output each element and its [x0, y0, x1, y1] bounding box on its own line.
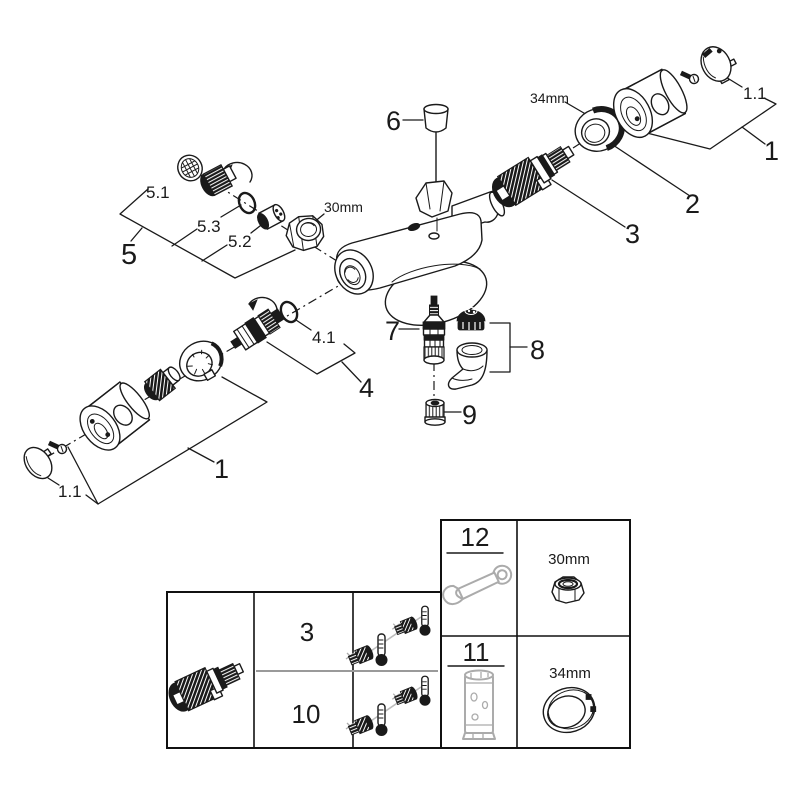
part-label-5-1: 5.1 [146, 183, 170, 202]
table-row-10-label: 10 [292, 699, 321, 729]
part-label-6: 6 [386, 106, 401, 136]
bracket-8 [489, 322, 528, 373]
part-5\.2-adapter [257, 203, 286, 230]
part-label-5-2: 5.2 [228, 232, 252, 251]
wrench-icon [442, 564, 513, 606]
part-1\.1-cap-bottom [23, 446, 53, 480]
part-label-7: 7 [385, 316, 400, 346]
deck-slot [407, 222, 421, 232]
part-label-5: 5 [121, 239, 137, 271]
part-label-1-top: 1 [764, 136, 779, 166]
cartridge-icon [168, 662, 245, 712]
part-knurled-adapter [143, 366, 181, 402]
size-label-34mm: 34mm [530, 90, 569, 106]
nut-30mm-icon [551, 576, 585, 604]
size-label-30mm: 30mm [324, 199, 363, 215]
part-label-2: 2 [685, 189, 700, 219]
part-8-diverter-holder [447, 342, 488, 390]
table-row-3-label: 3 [300, 617, 314, 647]
tool-table-right: 12 30mm 11 34mm [440, 519, 631, 749]
part-stop-ring [179, 340, 224, 382]
deck-hole [428, 232, 440, 240]
part-label-1-1-bottom: 1.1 [58, 482, 82, 501]
rotation-arrow-5 [223, 161, 253, 183]
part-1\.1-cap-top [700, 46, 737, 85]
part-4-group [23, 296, 299, 480]
part-6-plug [423, 103, 449, 133]
part-2-ring-nut-34mm [574, 106, 625, 152]
bracket-group-1-bottom [47, 376, 268, 505]
part-5\.1-filter [177, 154, 203, 182]
part-8-knob [456, 307, 486, 331]
part-9-nut [424, 398, 446, 426]
part-handle-screw-top [679, 70, 700, 85]
table-cell-12-label: 12 [461, 522, 490, 552]
ring-34mm-icon [542, 686, 597, 734]
table-cell-11-label: 11 [463, 637, 490, 667]
tool-size-34mm-label: 34mm [549, 665, 591, 682]
part-1-handle-bottom [79, 381, 151, 451]
part-label-8: 8 [530, 335, 545, 365]
part-5\.3-o-ring [237, 191, 257, 215]
part-3-thermo-cartridge [491, 145, 575, 208]
part-7-diverter-valve [422, 295, 446, 365]
part-4\.1-o-ring [279, 300, 299, 324]
part-label-4-1: 4.1 [312, 328, 336, 347]
part-1-handle-top [612, 68, 688, 139]
socket-tool-icon [462, 669, 496, 740]
part-mixer-body [334, 132, 506, 326]
part-4-diverter-cartridge [230, 308, 285, 351]
part-label-5-3: 5.3 [197, 217, 221, 236]
body-left-port [334, 249, 374, 295]
axis-lower-left-group [29, 281, 346, 468]
leader-2 [609, 142, 691, 197]
leader-3 [551, 179, 626, 228]
part-label-1-bottom: 1 [214, 454, 229, 484]
body-hex-boss [415, 180, 453, 218]
bracket-group-4 [266, 319, 362, 383]
tool-size-30mm-label: 30mm [548, 551, 590, 568]
axis-ring-2 [572, 140, 585, 149]
service-kit-table-left: 3 10 [166, 591, 442, 749]
bracket-group-1-top [642, 78, 777, 150]
part-label-1-1-top: 1.1 [743, 84, 767, 103]
part-5-check-valve [200, 163, 237, 197]
part-handle-screw-bottom [47, 440, 68, 455]
part-label-9: 9 [462, 400, 477, 430]
part-5-group [177, 154, 325, 252]
part-label-4: 4 [359, 373, 374, 403]
part-5-nut-30mm [285, 215, 325, 252]
part-label-3: 3 [625, 219, 640, 249]
